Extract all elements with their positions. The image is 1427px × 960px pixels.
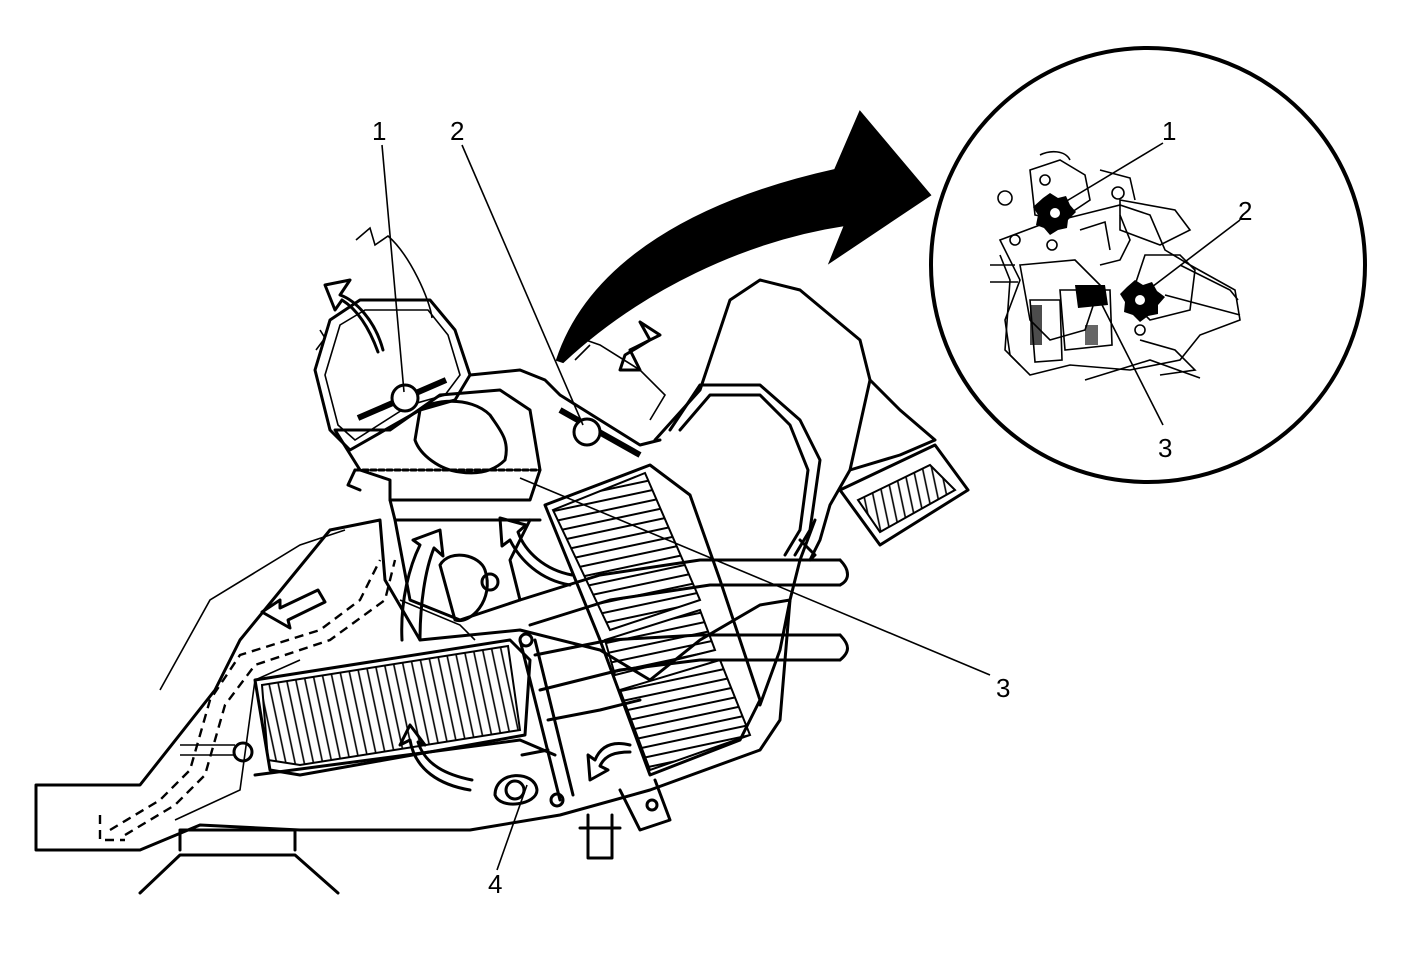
main-callout-1: 1 — [372, 116, 386, 146]
main-callout-4: 4 — [488, 869, 502, 899]
main-callout-3: 3 — [996, 673, 1010, 703]
hvac-housing — [34, 518, 792, 895]
evaporator-core — [543, 463, 762, 777]
defrost-door-valve — [558, 407, 642, 458]
mode-door-housing — [313, 226, 667, 522]
heater-core — [180, 632, 575, 808]
inset-callout-2: 2 — [1238, 196, 1252, 226]
detail-inset — [929, 46, 1367, 484]
inset-callout-3: 3 — [1158, 433, 1172, 463]
leader-lines — [381, 142, 1241, 871]
inset-callouts: 1 2 3 — [1158, 116, 1252, 463]
actuator-assembly — [990, 150, 1241, 381]
main-callout-2: 2 — [450, 116, 464, 146]
detail-pointer-arrow — [555, 110, 932, 364]
blower-housing — [653, 278, 970, 707]
main-callouts: 1 2 3 4 — [372, 116, 1010, 899]
inset-callout-1: 1 — [1162, 116, 1176, 146]
airflow-arrows — [260, 278, 662, 792]
mode-door-valve — [356, 377, 448, 421]
